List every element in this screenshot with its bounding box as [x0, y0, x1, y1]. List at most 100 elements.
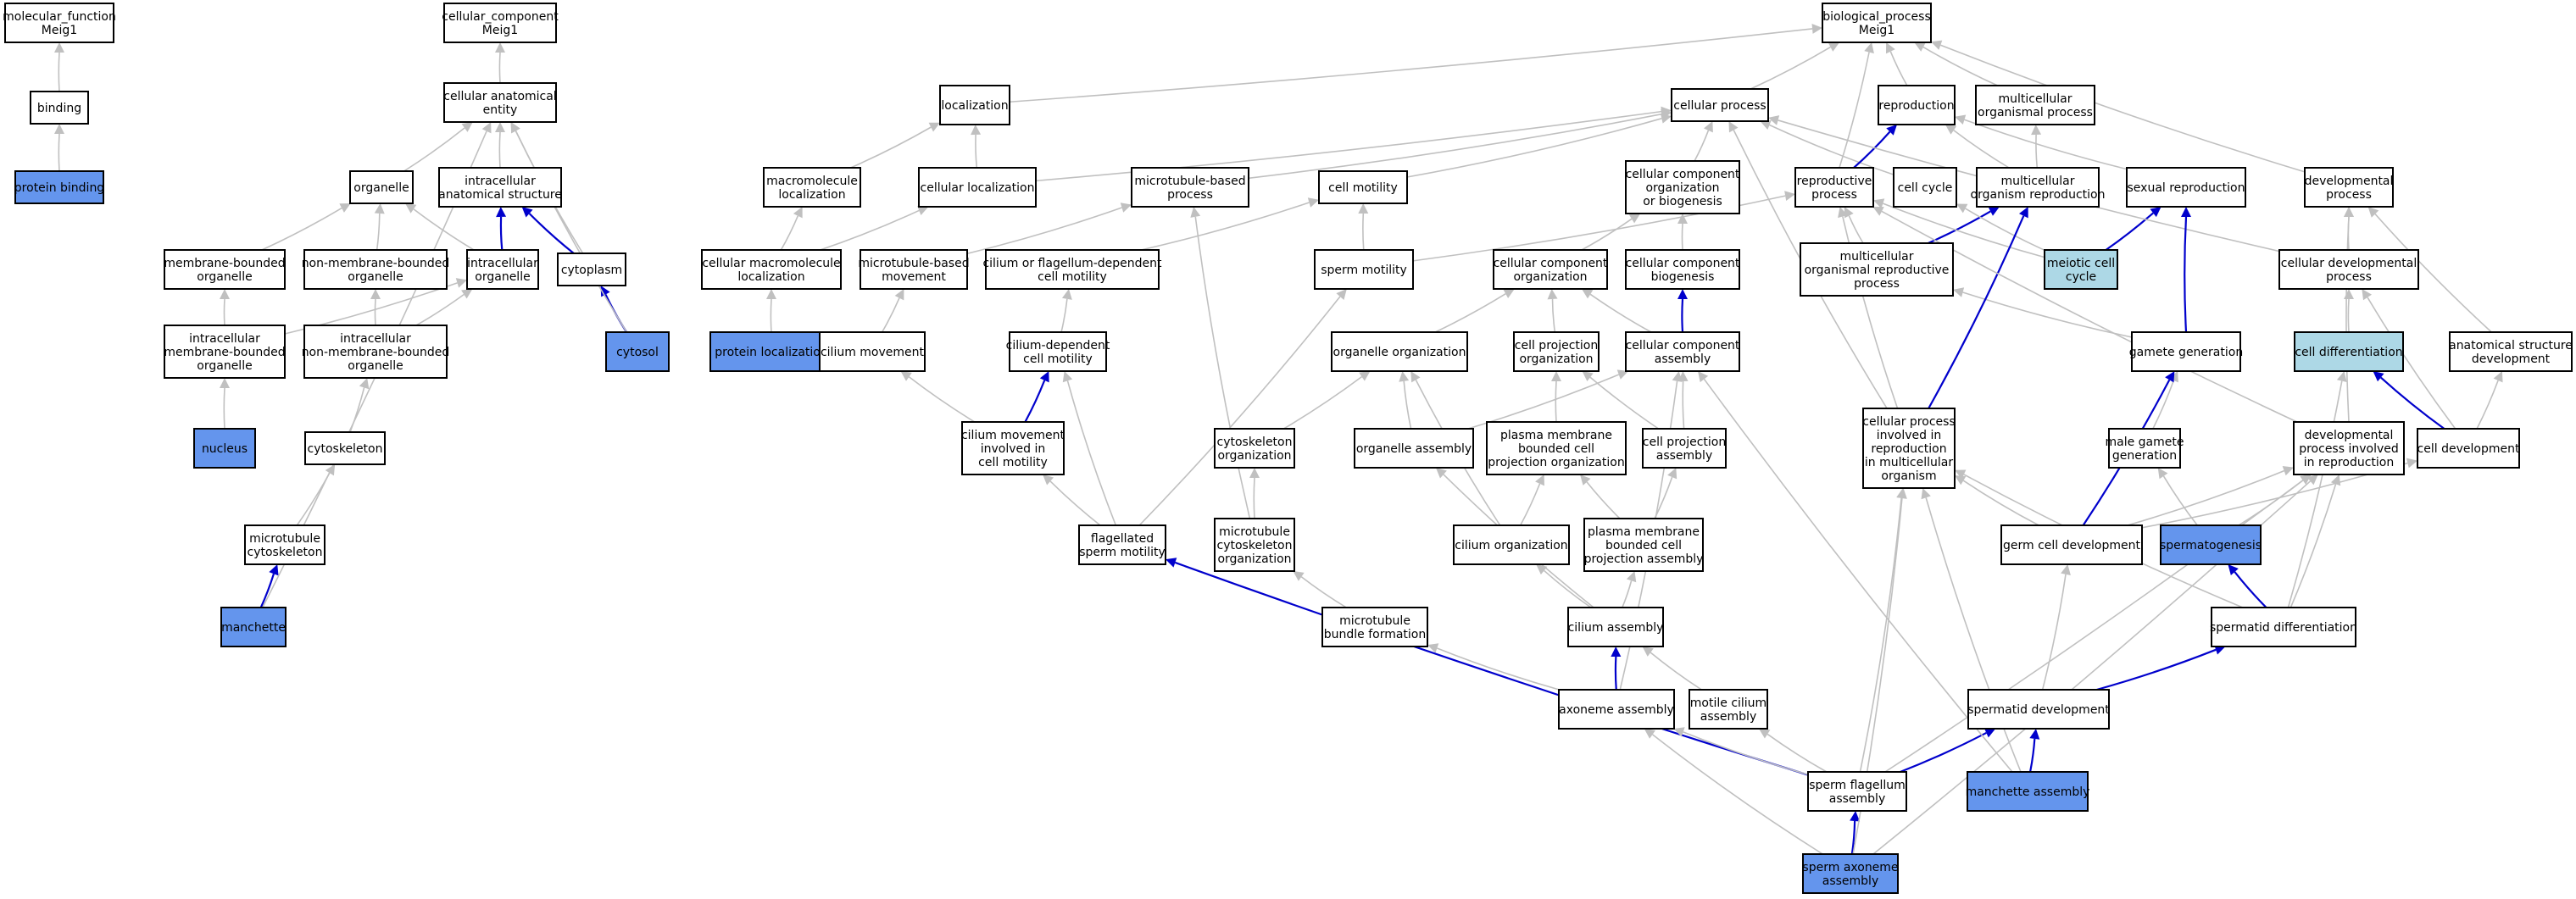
- node-label: developmental: [2305, 175, 2394, 188]
- node-box: [1567, 607, 1664, 647]
- edge-cpo-to-cco: [1547, 289, 1558, 333]
- node-box: [2449, 331, 2573, 372]
- node-sg[interactable]: spermatogenesis: [2160, 524, 2262, 565]
- arrowhead-icon: [2018, 207, 2028, 219]
- node-sdev[interactable]: spermatid development: [1967, 689, 2110, 730]
- node-cytoskeleton[interactable]: cytoskeleton: [304, 431, 386, 465]
- node-gcd[interactable]: germ cell development: [2000, 524, 2143, 565]
- node-organelle[interactable]: organelle: [349, 170, 414, 204]
- node-label: microtubule-based: [858, 257, 969, 270]
- node-axa[interactable]: axoneme assembly: [1558, 689, 1675, 730]
- node-cp[interactable]: cellular process: [1671, 88, 1769, 122]
- node-cl[interactable]: cellular localization: [918, 167, 1037, 208]
- node-cmov[interactable]: cilium movement: [819, 331, 926, 372]
- node-cdiff[interactable]: cell differentiation: [2294, 331, 2404, 372]
- arrowhead-icon: [2493, 371, 2503, 383]
- node-cdev[interactable]: cell development: [2417, 428, 2520, 469]
- node-pbind[interactable]: protein binding: [14, 170, 104, 204]
- node-oo[interactable]: organelle organization: [1331, 331, 1468, 372]
- arrowhead-icon: [1850, 811, 1861, 822]
- node-label: cycle: [2066, 270, 2096, 284]
- node-label: cytoskeleton: [1217, 539, 1293, 552]
- node-box: [1689, 689, 1768, 730]
- node-gg[interactable]: gamete generation: [2129, 331, 2243, 372]
- node-manchette[interactable]: manchette: [220, 607, 287, 647]
- node-cellcycle[interactable]: cell cycle: [1893, 167, 1957, 208]
- node-label: involved in: [1877, 429, 1942, 442]
- edge-line: [296, 472, 331, 526]
- node-box: [438, 167, 562, 208]
- node-label: axoneme assembly: [1559, 703, 1674, 717]
- node-cytoplasm[interactable]: cytoplasm: [557, 252, 626, 286]
- node-box: [1975, 85, 2095, 125]
- node-sdiff[interactable]: spermatid differentiation: [2210, 607, 2357, 647]
- edge-sr-to-reproduction: [1955, 114, 2128, 170]
- node-sr[interactable]: sexual reproduction: [2126, 167, 2246, 208]
- node-reproduction[interactable]: reproduction: [1878, 85, 1956, 125]
- node-spm[interactable]: sperm motility: [1314, 249, 1414, 290]
- node-binding[interactable]: binding: [30, 91, 89, 125]
- node-oa[interactable]: organelle assembly: [1354, 428, 1474, 469]
- arrowhead-icon: [2362, 289, 2373, 301]
- arrowhead-icon: [269, 564, 279, 576]
- node-ca[interactable]: cilium assembly: [1567, 607, 1664, 647]
- node-pl[interactable]: protein localization: [709, 331, 833, 372]
- node-localization[interactable]: localization: [939, 85, 1010, 125]
- node-label: membrane-bounded: [164, 257, 285, 270]
- node-inmbo[interactable]: intracellularnon-membrane-boundedorganel…: [302, 325, 450, 379]
- arrowhead-icon: [2157, 468, 2168, 480]
- arrowhead-icon: [766, 289, 776, 299]
- node-label: involved in: [981, 442, 1046, 456]
- node-cytosol[interactable]: cytosol: [605, 331, 670, 372]
- arrowhead-icon: [1784, 191, 1795, 202]
- node-ma[interactable]: manchette assembly: [1966, 771, 2090, 812]
- node-label: binding: [37, 102, 81, 115]
- node-co[interactable]: cilium organization: [1453, 524, 1570, 565]
- node-nucleus[interactable]: nucleus: [193, 428, 256, 469]
- node-cm[interactable]: cell motility: [1318, 170, 1408, 204]
